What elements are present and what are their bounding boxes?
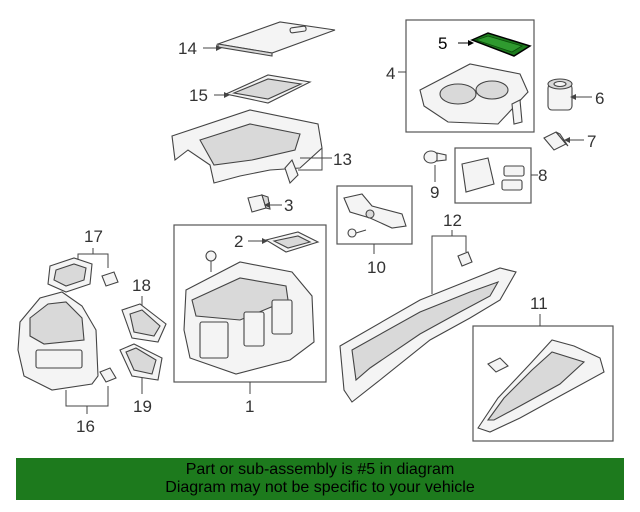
callout-14: 14 bbox=[178, 39, 197, 58]
part-3-clip bbox=[247, 194, 271, 213]
group-box-11 bbox=[472, 325, 614, 442]
callout-17: 17 bbox=[84, 227, 103, 246]
part-10-bracket bbox=[343, 193, 407, 229]
part-17-clip bbox=[101, 271, 119, 287]
parts-diagram: 14 15 13 3 2 1 bbox=[17, 19, 614, 442]
callout-2: 2 bbox=[234, 232, 243, 251]
banner-line-1: Part or sub-assembly is #5 in diagram bbox=[185, 461, 455, 478]
callout-1: 1 bbox=[245, 397, 254, 416]
callout-6: 6 bbox=[595, 89, 604, 108]
part-14-lid-pad bbox=[215, 21, 336, 57]
callout-9: 9 bbox=[430, 183, 439, 202]
part-11-clip bbox=[487, 357, 509, 373]
part-6-outlet bbox=[547, 78, 573, 111]
callout-18: 18 bbox=[132, 276, 151, 295]
part-19-bezel bbox=[119, 343, 163, 381]
callout-5: 5 bbox=[438, 34, 447, 53]
bolt-icon bbox=[347, 228, 367, 238]
part-9-knob bbox=[423, 150, 447, 164]
part-15-mat bbox=[224, 74, 312, 104]
part-16-clip bbox=[99, 367, 117, 383]
part-17-vent bbox=[47, 257, 93, 293]
banner-line-2: Diagram may not be specific to your vehi… bbox=[165, 479, 475, 496]
callout-3: 3 bbox=[284, 196, 293, 215]
part-12-side-panel bbox=[339, 267, 517, 403]
callout-15: 15 bbox=[189, 86, 208, 105]
callout-12: 12 bbox=[443, 211, 462, 230]
part-18-bezel bbox=[121, 303, 167, 343]
part-13-trim-plate bbox=[171, 109, 323, 185]
part-8-switch-panel bbox=[461, 157, 525, 193]
callout-10: 10 bbox=[367, 258, 386, 277]
screw-icon bbox=[205, 250, 217, 272]
callout-11: 11 bbox=[530, 294, 548, 313]
callout-8: 8 bbox=[538, 166, 547, 185]
callout-7: 7 bbox=[587, 132, 596, 151]
part-11-side-trim bbox=[477, 339, 605, 433]
callout-13: 13 bbox=[333, 150, 352, 169]
callout-4: 4 bbox=[386, 64, 395, 83]
part-12-clip bbox=[457, 251, 473, 267]
part-4-cupholder-insert bbox=[419, 63, 529, 125]
callout-16: 16 bbox=[76, 417, 95, 436]
group-box-4 bbox=[405, 19, 535, 133]
info-banner: Part or sub-assembly is #5 in diagram Di… bbox=[16, 458, 624, 500]
part-16-rear-panel bbox=[17, 291, 99, 391]
part-2-insert bbox=[264, 231, 320, 253]
part-7-clip bbox=[543, 131, 569, 151]
callout-19: 19 bbox=[133, 397, 152, 416]
part-1-console-body bbox=[183, 261, 315, 375]
part-5-liner-highlighted bbox=[470, 32, 532, 57]
